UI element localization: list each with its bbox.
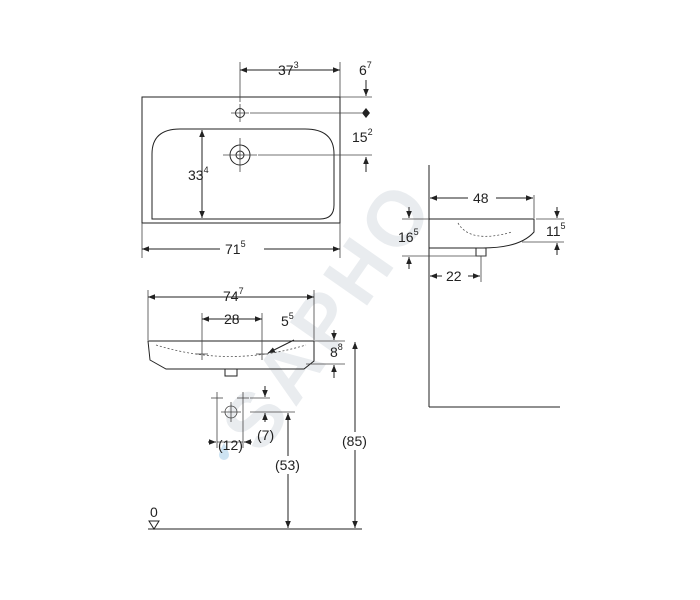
dim-depth: 334 [188,165,209,183]
dim-drain-offset: 152 [352,127,373,145]
dim-width: 715 [225,239,246,257]
dim-projection: 48 [473,190,489,206]
front-view: 747 28 55 88 [147,286,372,530]
dim-outlet-distance: 22 [446,268,462,284]
dim-outlet-height: (53) [275,457,300,473]
watermark-text: SAPHO [204,163,452,465]
floor-level-label: 0 [150,504,158,520]
outlet-stub [224,368,238,377]
dim-hole-offset: 373 [278,60,299,78]
dim-fixing-spacing: 28 [224,311,240,327]
watermark: SAPHO [204,163,452,465]
top-view: 373 67 152 334 715 [141,60,373,258]
dim-hole-edge: 67 [359,60,372,78]
dim-total-height: 165 [398,227,419,245]
dim-rim-floor-height: (85) [342,433,367,449]
dim-fixing-height: 55 [281,311,294,329]
basin-bowl [151,128,335,220]
dim-outlet-offset: (7) [257,427,274,443]
dim-outlet-spacing: (12) [218,437,243,453]
side-outlet-stub [475,247,487,257]
side-view: 48 115 165 22 [398,165,566,408]
outlet-connections [211,392,249,460]
dim-rim-height: 88 [330,342,343,360]
dim-front-width: 747 [223,286,244,304]
dim-rim-depth: 115 [546,221,566,239]
top-view-outline [141,96,341,224]
